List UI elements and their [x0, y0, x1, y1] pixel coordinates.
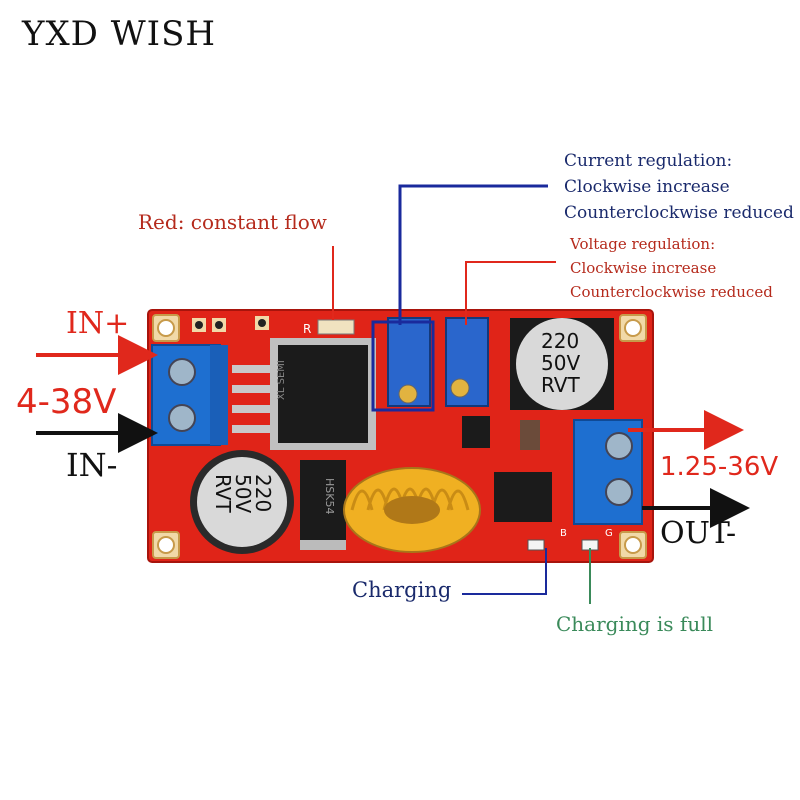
constant-flow-label: Red: constant flow — [138, 210, 327, 234]
diode-text: HSK54 — [323, 478, 336, 514]
current-regulation-text: Current regulation: Clockwise increase C… — [564, 148, 794, 226]
brand-title: YXD WISH — [22, 14, 217, 54]
current-regulation-ccw: Counterclockwise reduced — [564, 203, 794, 223]
current-regulation-cw: Clockwise increase — [564, 177, 730, 197]
voltage-regulation-cw: Clockwise increase — [570, 259, 717, 277]
cap-left-text-1: 220 — [251, 474, 275, 512]
voltage-regulation-text: Voltage regulation: Clockwise increase C… — [570, 232, 773, 304]
voltage-potentiometer — [445, 317, 489, 407]
input-range-label: 4-38V — [16, 382, 117, 422]
output-range-label: 1.25-36V — [660, 452, 779, 482]
mounting-holes — [152, 314, 647, 559]
sense-resistor — [317, 319, 355, 335]
cap-right-text-2: 50V — [541, 351, 580, 375]
charging-label: Charging — [352, 578, 452, 602]
diode — [300, 460, 346, 550]
current-potentiometer — [387, 317, 431, 407]
voltage-regulation-leader — [465, 261, 556, 325]
charging-full-label: Charging is full — [556, 612, 714, 636]
chip-text-1: XL SEMI — [276, 360, 287, 400]
input-terminal — [151, 344, 228, 446]
silk-r-label: R — [303, 322, 311, 336]
silk-b-label: B — [560, 528, 567, 539]
cap-left-text-2: 50V — [231, 474, 255, 513]
voltage-regulation-title: Voltage regulation: — [570, 235, 716, 253]
charging-leader — [462, 548, 547, 595]
in-plus-label: IN+ — [66, 306, 130, 341]
capacitor-left — [190, 450, 294, 554]
voltage-regulation-ccw: Counterclockwise reduced — [570, 283, 773, 301]
in-minus-label: IN- — [66, 446, 118, 484]
cap-right-text-1: 220 — [541, 329, 579, 353]
current-pot-highlight — [371, 320, 435, 412]
current-regulation-leader — [398, 184, 548, 325]
inductor — [343, 467, 481, 553]
capacitor-right — [510, 318, 614, 410]
silk-g-label: G — [605, 528, 613, 539]
out-minus-label: OUT- — [660, 516, 737, 551]
charging-led — [527, 539, 545, 551]
output-terminal — [573, 419, 643, 525]
xl4015-chip — [232, 338, 376, 450]
current-regulation-title: Current regulation: — [564, 151, 733, 171]
cap-right-text-3: RVT — [541, 373, 580, 397]
cap-left-text-3: RVT — [211, 474, 235, 513]
